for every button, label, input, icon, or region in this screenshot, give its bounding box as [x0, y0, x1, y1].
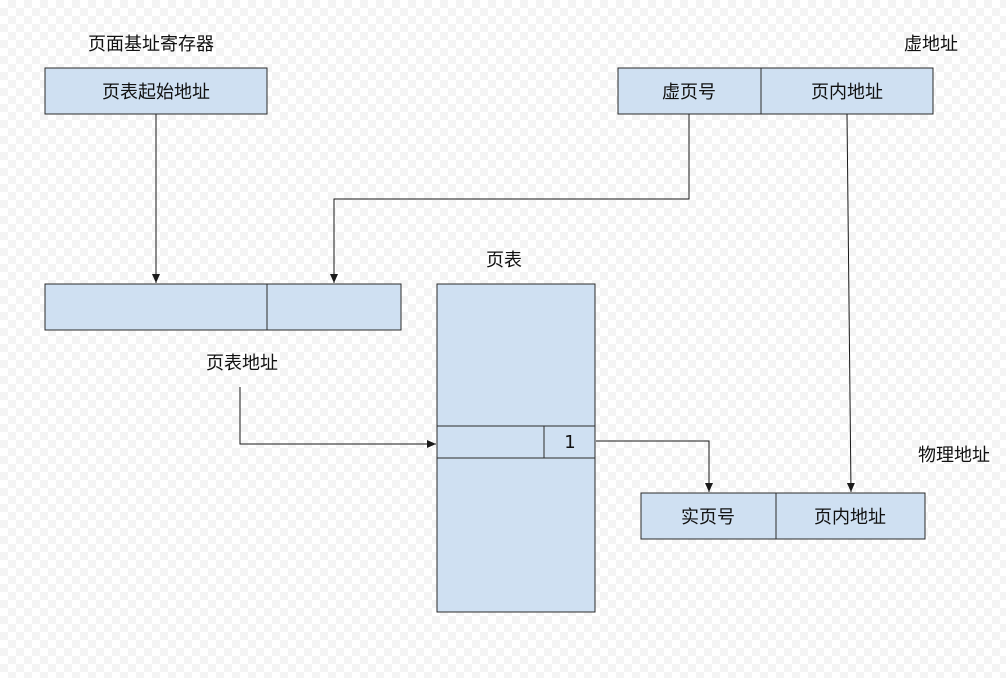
page-table-address-right-box	[266, 283, 402, 331]
page-table-address-label: 页表地址	[206, 353, 278, 374]
physical-offset-box	[775, 492, 926, 540]
physical-address: 物理地址 实页号 页内地址	[640, 445, 990, 540]
virtual-page-number-box	[617, 67, 762, 115]
page-table-address-left-box	[44, 283, 268, 331]
page-table-label: 页表	[486, 250, 522, 271]
page-table-entry-frame	[436, 425, 545, 459]
real-page-number: 实页号	[681, 507, 735, 528]
arrow-virtual-offset-to-physical-offset	[846, 113, 855, 493]
arrow-entry-to-real-page-number	[596, 440, 713, 492]
page-table-entry-flag: 1	[564, 432, 575, 453]
page-table-address: 页表地址	[44, 283, 402, 374]
connectors	[152, 113, 855, 493]
real-page-number-box	[640, 492, 777, 540]
virtual-page-number: 虚页号	[662, 82, 716, 103]
arrow-virtual-page-to-page-table-address	[330, 114, 690, 283]
virtual-offset: 页内地址	[811, 82, 883, 103]
page-table: 页表 1	[436, 250, 596, 613]
virtual-address: 虚地址 虚页号 页内地址	[617, 34, 958, 115]
page-table-start-address: 页表起始地址	[102, 82, 210, 103]
base-register-label: 页面基址寄存器	[88, 34, 214, 55]
base-register-box	[44, 67, 268, 115]
virtual-offset-box	[760, 67, 934, 115]
page-table-entry-flag-box	[543, 425, 596, 459]
base-register: 页面基址寄存器 页表起始地址	[44, 34, 268, 115]
physical-address-label: 物理地址	[918, 445, 990, 466]
virtual-address-label: 虚地址	[904, 34, 958, 55]
physical-offset: 页内地址	[814, 507, 886, 528]
arrow-page-table-address-to-entry	[239, 387, 436, 448]
